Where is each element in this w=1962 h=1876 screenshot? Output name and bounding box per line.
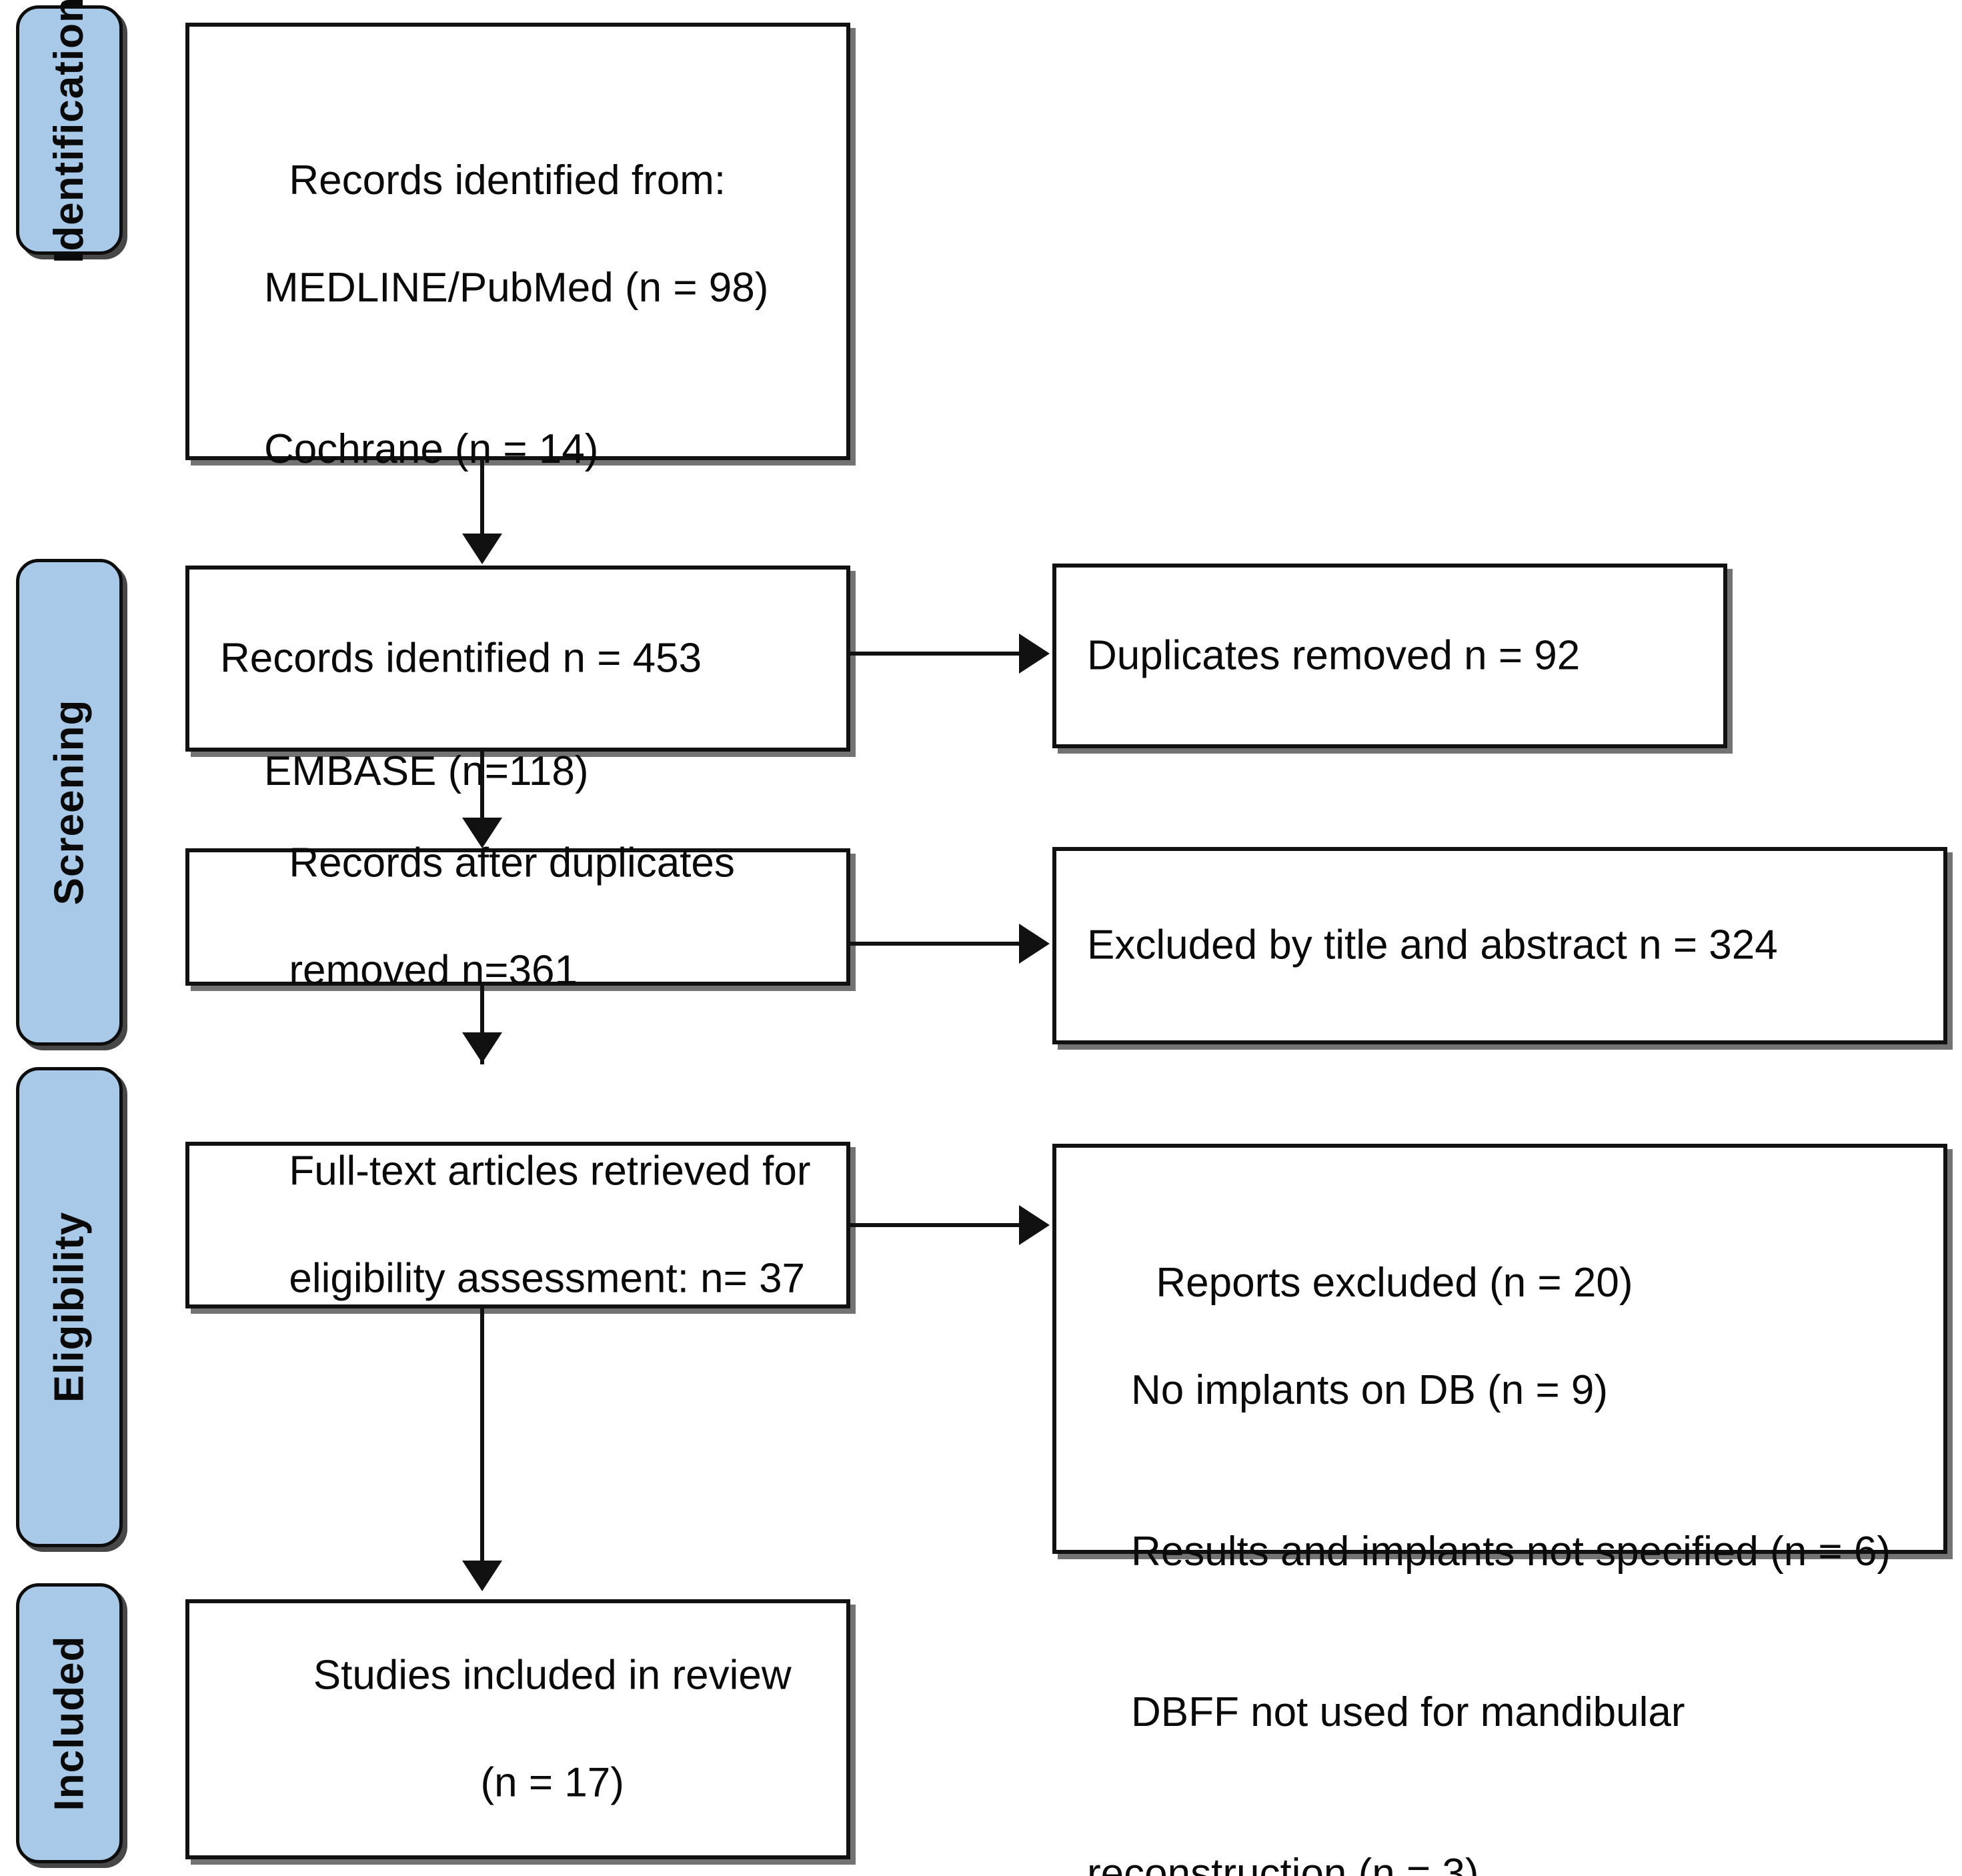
- phase-label-identification-text: Identification: [46, 0, 92, 263]
- phase-label-screening-text: Screening: [46, 699, 92, 906]
- box-duplicates-removed: Duplicates removed n = 92: [1052, 564, 1727, 748]
- records-after-duplicates-line1: Records after duplicates: [289, 840, 735, 886]
- records-identified-text: Records identified n = 453: [220, 635, 702, 682]
- excluded-title-abstract-text: Excluded by title and abstract n = 324: [1087, 922, 1778, 968]
- full-text-retrieved-line2: eligibility assessment: n= 37: [289, 1255, 806, 1302]
- reason-results-implants-not-specified: Results and implants not specified (n = …: [1131, 1528, 1891, 1575]
- reason-no-implants-on-db: No implants on DB (n = 9): [1131, 1366, 1609, 1413]
- connector-identification-to-screening: [480, 460, 484, 539]
- reason-dbff-not-used-line1: DBFF not used for mandibular: [1131, 1689, 1685, 1736]
- arrowhead-full-text-to-included: [462, 1561, 502, 1591]
- phase-label-included: Included: [16, 1583, 123, 1863]
- connector-after-duplicates-to-excluded: [850, 942, 1022, 946]
- arrowhead-after-duplicates-to-excluded: [1019, 924, 1050, 964]
- arrowhead-after-duplicates-to-full-text: [462, 1032, 502, 1063]
- full-text-retrieved-line1: Full-text articles retrieved for: [289, 1148, 811, 1194]
- reports-excluded-heading: Reports excluded (n = 20): [1156, 1259, 1633, 1306]
- box-records-after-duplicates: Records after duplicates removed n=361: [185, 840, 850, 993]
- records-after-duplicates-content: Records after duplicates removed n=361: [220, 783, 829, 1052]
- box-studies-included: Studies included in review (n = 17): [185, 1599, 850, 1859]
- box-excluded-title-abstract: Excluded by title and abstract n = 324: [1052, 847, 1947, 1044]
- box-records-identified-from: Records identified from: MEDLINE/PubMed …: [185, 23, 850, 956]
- arrowhead-identification-to-screening: [462, 534, 502, 564]
- studies-included-content: Studies included in review (n = 17): [207, 1595, 829, 1864]
- phase-label-eligibility: Eligibility: [16, 1067, 123, 1547]
- box-reports-excluded: Reports excluded (n = 20) No implants on…: [1052, 1144, 1947, 1876]
- records-after-duplicates-line2: removed n=361: [289, 947, 578, 994]
- box-records-identified: Records identified n = 453: [185, 566, 850, 752]
- phase-label-included-text: Included: [46, 1635, 92, 1811]
- full-text-retrieved-content: Full-text articles retrieved for eligibi…: [220, 1091, 829, 1360]
- arrowhead-records-identified-to-duplicates: [1019, 634, 1050, 674]
- connector-records-identified-to-duplicates: [850, 652, 1022, 656]
- reason-dbff-not-used-line2: reconstruction (n = 3): [1087, 1851, 1479, 1876]
- box-full-text-retrieved: Full-text articles retrieved for eligibi…: [185, 1142, 850, 1308]
- arrowhead-full-text-to-reports-excluded: [1019, 1205, 1050, 1245]
- phase-label-screening: Screening: [16, 559, 123, 1046]
- arrowhead-records-identified-to-after-duplicates: [462, 818, 502, 848]
- studies-included-line2: (n = 17): [480, 1759, 624, 1806]
- connector-full-text-to-reports-excluded: [850, 1223, 1022, 1227]
- connector-after-duplicates-to-full-text: [480, 986, 484, 1064]
- source-embase: EMBASE (n=118): [264, 748, 589, 795]
- connector-records-identified-to-after-duplicates: [480, 752, 484, 824]
- reports-excluded-content: Reports excluded (n = 20) No implants on…: [1087, 1202, 1926, 1876]
- connector-full-text-to-included: [480, 1308, 484, 1569]
- phase-label-identification: Identification: [16, 0, 123, 263]
- studies-included-line1: Studies included in review: [313, 1652, 792, 1699]
- phase-label-eligibility-text: Eligibility: [46, 1211, 92, 1403]
- source-medline-pubmed: MEDLINE/PubMed (n = 98): [264, 264, 769, 311]
- records-identified-from-heading: Records identified from:: [289, 157, 726, 203]
- source-cochrane: Cochrane (n = 14): [264, 425, 599, 472]
- duplicates-removed-text: Duplicates removed n = 92: [1087, 632, 1581, 679]
